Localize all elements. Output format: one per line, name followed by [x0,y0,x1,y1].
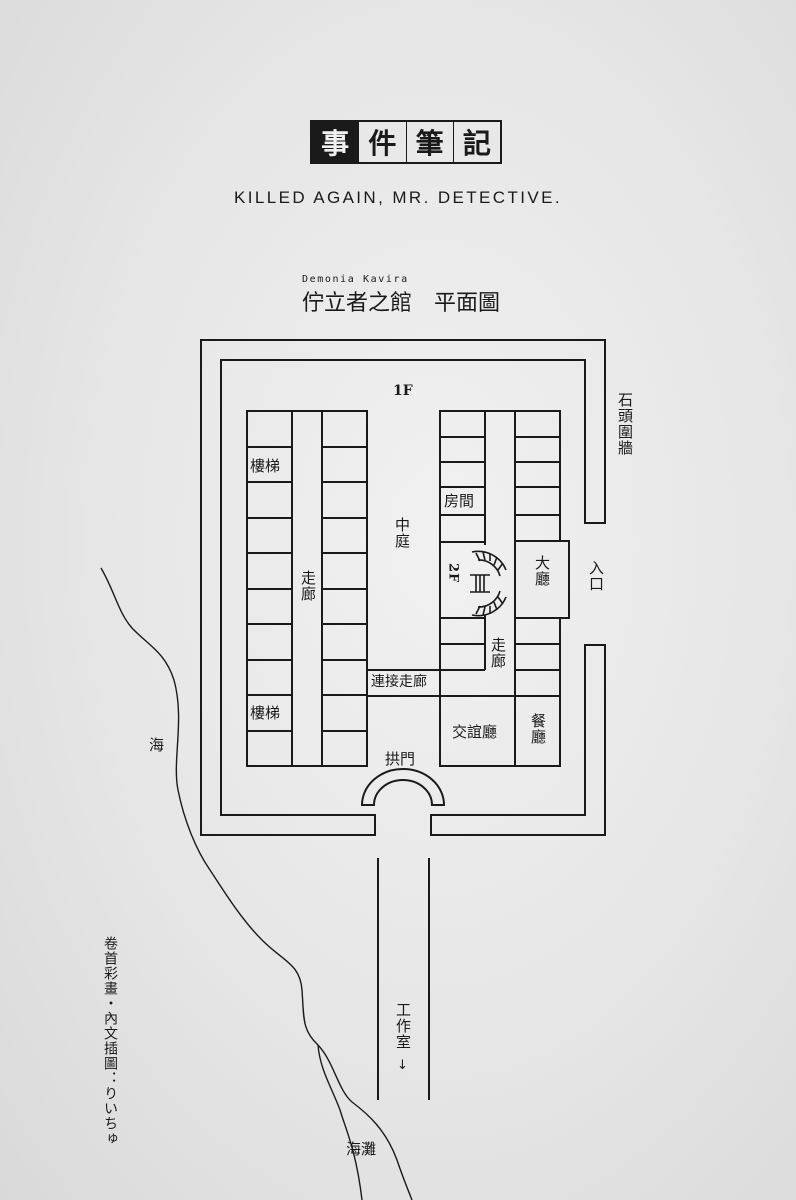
subtitle: KILLED AGAIN, MR. DETECTIVE. [234,188,562,207]
label-sea: 海 [149,736,165,754]
staircase [470,550,507,617]
arch-gate [360,768,446,806]
plan-ruby: Demonia Kavira [302,274,409,285]
label-connecting-corridor: 連接走廊 [371,674,427,690]
label-beach: 海灘 [346,1140,377,1158]
label-entrance: 入口 [587,560,605,592]
label-room: 房間 [444,492,475,510]
header-char: 記 [452,122,500,162]
label-hall: 大廳 [533,555,551,587]
main-hall [514,540,570,619]
header-char: 件 [358,122,405,162]
label-2f: 2F [445,563,461,584]
header-char: 事 [312,122,359,162]
coastline [100,567,413,1200]
label-corridor-left: 走廊 [299,570,317,602]
workshop-arrow-icon: ↓ [397,1058,408,1073]
outer-wall-outer [200,339,606,836]
label-workshop: 工作室 [394,1002,412,1050]
label-lounge: 交誼廳 [452,723,498,741]
label-stairs-top: 樓梯 [250,457,281,475]
label-courtyard: 中庭 [393,517,411,549]
label-1f: 1F [393,383,413,399]
label-stairs-bottom: 樓梯 [250,704,281,722]
header-char: 筆 [405,122,453,162]
coastline-inner [317,1044,363,1200]
label-corridor-right: 走廊 [489,637,507,669]
left-wing-room-dividers [247,446,367,732]
plan-title: 佇立者之館 平面圖 [302,291,501,316]
label-arch: 拱門 [385,750,416,768]
label-dining: 餐廳 [529,713,547,745]
outer-wall-gate-right [430,644,606,836]
header-title-box: 事 件 筆 記 [310,120,502,164]
illustration-credit: 卷首彩畫・內文插圖：りいちゅ [102,936,118,1146]
label-stone-wall: 石頭圍牆 [616,392,634,456]
connecting-corridor [367,669,440,697]
